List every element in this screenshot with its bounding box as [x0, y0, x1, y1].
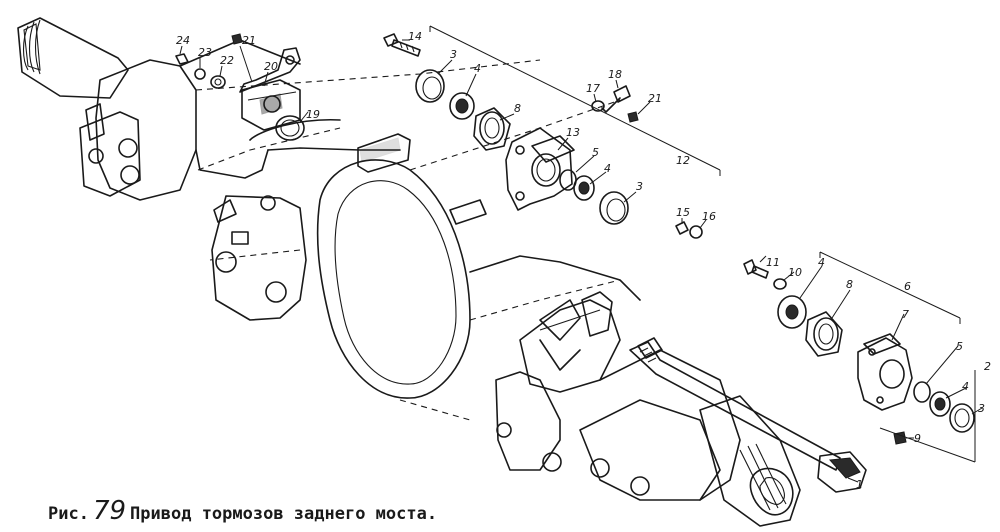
callout-23: 23	[198, 46, 212, 59]
figure-prefix: Рис.	[48, 504, 89, 524]
callout-10: 10	[788, 266, 802, 279]
callout-21: 21	[242, 34, 256, 47]
callout-22: 22	[220, 54, 234, 67]
callout-4c: 4	[818, 256, 825, 269]
callout-5b: 5	[956, 340, 963, 353]
callout-14: 14	[408, 30, 422, 43]
bracket-assembly-6	[743, 251, 976, 463]
callout-4a: 4	[474, 62, 481, 75]
callout-4b: 4	[604, 162, 611, 175]
leader-lines	[179, 39, 983, 483]
callout-9: 9	[914, 432, 921, 445]
callout-numbers: 24 23 22 21 20 19 14 3 4 8 17 18 21 13 5…	[176, 30, 991, 491]
callout-20: 20	[264, 60, 278, 73]
callout-6: 6	[904, 280, 911, 293]
callout-17: 17	[586, 82, 600, 95]
callout-18: 18	[608, 68, 622, 81]
figure-number: 79	[92, 496, 127, 526]
callout-24: 24	[176, 34, 190, 47]
callout-4d: 4	[962, 380, 969, 393]
callout-12: 12	[676, 154, 690, 167]
callout-19: 19	[306, 108, 320, 121]
callout-1: 1	[856, 478, 863, 491]
callout-3b: 3	[636, 180, 643, 193]
callout-11: 11	[766, 256, 780, 269]
callout-13: 13	[566, 126, 580, 139]
callout-7: 7	[902, 308, 909, 321]
slack-adjuster-assembly	[175, 33, 305, 141]
callout-5a: 5	[592, 146, 599, 159]
callout-3c: 3	[978, 402, 985, 415]
callout-8b: 8	[846, 278, 853, 291]
figure-title: Привод тормозов заднего моста.	[130, 504, 438, 524]
camshaft-part-1	[629, 337, 867, 493]
callout-2: 2	[984, 360, 991, 373]
bracket-assembly-12	[383, 25, 721, 239]
callout-3a: 3	[450, 48, 457, 61]
callout-16: 16	[702, 210, 716, 223]
callout-15: 15	[676, 206, 690, 219]
callout-21b: 21	[648, 92, 662, 105]
axle-housing	[17, 17, 801, 527]
callout-8a: 8	[514, 102, 521, 115]
